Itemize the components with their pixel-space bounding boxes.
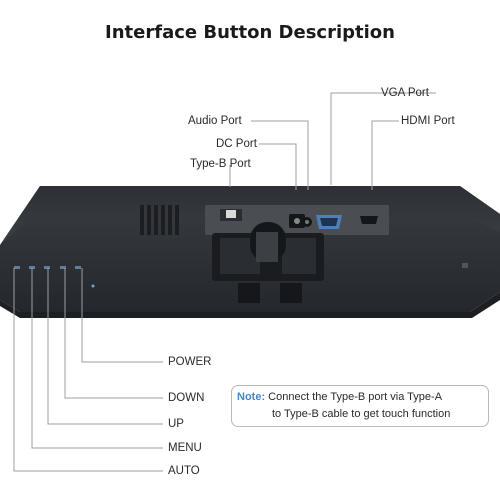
diagram-title: Interface Button Description <box>105 22 395 43</box>
front-buttons <box>14 266 95 288</box>
power-led <box>462 263 468 268</box>
port-leader-lines <box>229 92 436 190</box>
label-audio-port: Audio Port <box>188 115 242 127</box>
button-leader-lines <box>13 268 163 472</box>
port-audio <box>302 217 312 227</box>
label-menu-button: MENU <box>168 442 202 454</box>
label-power-button: POWER <box>168 356 212 368</box>
label-auto-button: AUTO <box>168 465 200 477</box>
label-hdmi-port: HDMI Port <box>401 115 455 127</box>
label-dc-port: DC Port <box>216 138 257 150</box>
port-typeb <box>226 210 236 218</box>
label-vga-port: VGA Port <box>381 87 429 99</box>
label-typeb-port: Type-B Port <box>190 158 251 170</box>
port-dc <box>289 214 305 228</box>
label-up-button: UP <box>168 418 184 430</box>
label-down-button: DOWN <box>168 392 205 404</box>
note-line-1: Connect the Type-B port via Type-A <box>268 391 443 403</box>
note-line-2: to Type-B cable to get touch function <box>272 408 451 420</box>
port-vga <box>316 215 342 229</box>
note-box: Note: Connect the Type-B port via Type-A… <box>231 385 489 427</box>
stand-mount <box>212 222 324 303</box>
port-hdmi <box>360 216 378 224</box>
note-heading: Note: <box>237 391 266 403</box>
